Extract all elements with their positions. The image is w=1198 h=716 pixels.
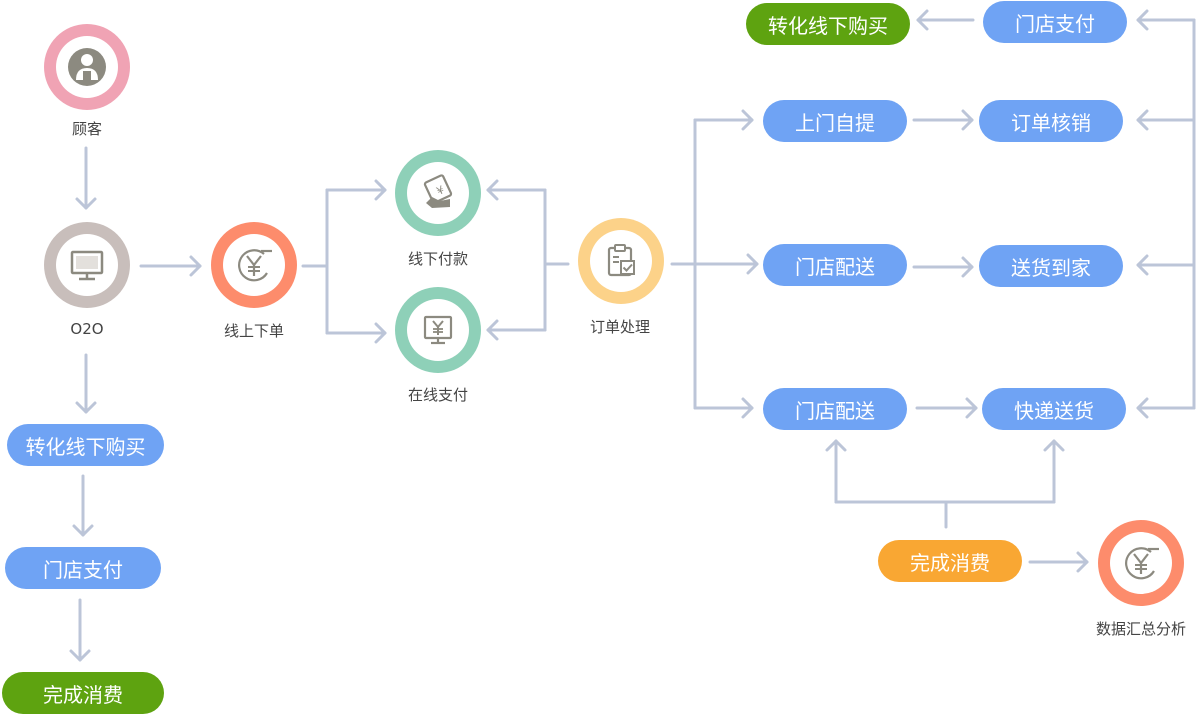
arrowhead — [374, 322, 387, 344]
arrowhead — [961, 109, 974, 131]
online-pay-label: 在线支付 — [407, 386, 469, 404]
arrowhead — [741, 397, 754, 419]
arrowhead — [75, 401, 97, 414]
store-delivery-pill-2: 门店配送 — [763, 388, 907, 430]
data-analysis-node — [1098, 520, 1184, 606]
arrowhead — [1136, 9, 1149, 31]
self-pickup-pill: 上门自提 — [763, 100, 907, 142]
arrowhead — [1136, 109, 1149, 131]
home-delivery-pill: 送货到家 — [979, 245, 1123, 287]
order-processing-label: 订单处理 — [589, 318, 651, 336]
svg-text:¥: ¥ — [434, 183, 446, 198]
arrowhead — [746, 253, 759, 275]
customer-label: 顾客 — [71, 120, 103, 138]
arrowhead — [1043, 439, 1065, 452]
arrowhead — [916, 9, 929, 31]
order-verify-pill: 订单核销 — [979, 100, 1123, 142]
arrowhead — [825, 439, 847, 452]
express-delivery-pill: 快递送货 — [982, 388, 1126, 430]
arrowhead — [374, 179, 387, 201]
arrowhead — [189, 255, 202, 277]
arrowhead — [486, 179, 499, 201]
left-complete-pill: 完成消费 — [2, 672, 164, 714]
online-order-node — [211, 222, 297, 308]
arrowhead — [1136, 254, 1149, 276]
complete-consume-pill: 完成消费 — [878, 540, 1022, 582]
arrowhead — [69, 649, 91, 662]
yen-icon — [1125, 547, 1159, 580]
top-convert-offline-pill: 转化线下购买 — [746, 3, 910, 45]
online-order-label: 线上下单 — [223, 322, 285, 340]
hand-money-icon: ¥ — [423, 174, 453, 208]
arrowhead — [965, 397, 978, 419]
arrowhead — [961, 256, 974, 278]
yen-screen-icon — [423, 315, 453, 345]
store-delivery-pill-1: 门店配送 — [763, 244, 907, 286]
monitor-icon — [70, 250, 104, 281]
o2o-label: O2O — [70, 320, 104, 338]
yen-icon — [238, 249, 272, 282]
order-processing-node — [578, 218, 664, 304]
offline-pay-label: 线下付款 — [407, 250, 469, 268]
arrowhead — [75, 197, 97, 210]
top-store-pay-pill: 门店支付 — [983, 1, 1127, 43]
arrowhead — [72, 524, 94, 537]
arrowhead — [1136, 397, 1149, 419]
clipboard-check-icon — [607, 244, 635, 277]
o2o-node — [44, 222, 130, 308]
left-convert-offline-pill: 转化线下购买 — [7, 424, 164, 466]
offline-pay-node: ¥ — [395, 150, 481, 236]
person-icon — [68, 48, 106, 86]
data-analysis-label: 数据汇总分析 — [1095, 620, 1187, 638]
customer-node — [44, 24, 130, 110]
arrowhead — [486, 319, 499, 341]
online-pay-node — [395, 287, 481, 373]
left-store-pay-pill: 门店支付 — [5, 547, 161, 589]
arrowhead — [1076, 551, 1089, 573]
arrowhead — [741, 109, 754, 131]
